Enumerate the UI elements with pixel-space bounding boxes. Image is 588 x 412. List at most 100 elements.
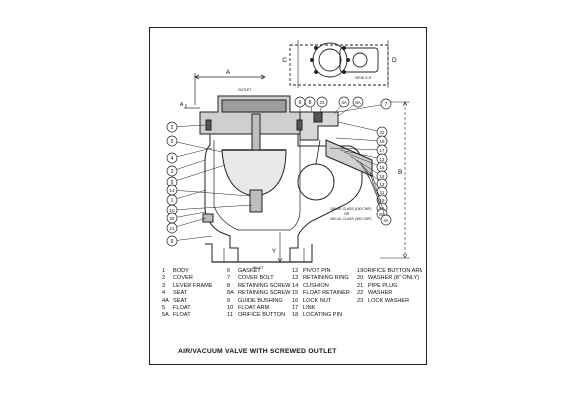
callout-label: 18 <box>380 174 385 179</box>
part-name: RETAINING SCREW <box>238 282 291 289</box>
callout-bubble: 15 <box>335 135 388 147</box>
callout-label: 4 <box>171 156 174 162</box>
section-a-label: A <box>180 102 184 108</box>
part-name: ORIFICE BUTTON ARM <box>363 268 422 274</box>
orifice-button <box>313 111 323 123</box>
part-number: 3 <box>162 282 166 289</box>
part-name <box>368 312 422 319</box>
part-name: LINK <box>303 305 316 312</box>
callout-bubble: 11 <box>359 161 388 198</box>
part-name: ORIFICE BUTTON <box>238 312 286 319</box>
dim-d-label: D <box>392 57 397 64</box>
callout-label: 3 <box>171 169 174 175</box>
float <box>221 149 287 197</box>
part-name: COVER <box>173 275 193 282</box>
part-number: 19 <box>357 268 364 274</box>
part-number: 20 <box>357 275 364 282</box>
part-number <box>357 312 368 319</box>
callout-bubble: 8A <box>369 171 388 220</box>
callout-label: 5 <box>171 180 174 186</box>
part-number: 5 <box>162 305 166 312</box>
drawing-caption: AIR/VACUUM VALVE WITH SCREWED OUTLET <box>178 348 337 355</box>
callout-label: 12 <box>380 182 385 187</box>
callout-label: 5 <box>171 139 174 145</box>
part-number: 16 <box>292 297 299 304</box>
part-number: 8A <box>227 290 234 297</box>
part-name: FLOAT <box>173 312 191 319</box>
section-marker <box>184 104 200 109</box>
part-number: 13 <box>292 275 299 282</box>
part-name: LEVER FRAME <box>173 282 213 289</box>
callout-label: 10 <box>170 208 175 213</box>
callout-bubble: 22 <box>337 121 388 138</box>
pipe-plug <box>202 213 214 223</box>
flange-note-or: OR <box>344 212 350 216</box>
dim-a-label: A <box>226 69 231 76</box>
view-s-s <box>289 40 389 88</box>
dimension-a <box>194 73 266 105</box>
part-name: BODY <box>173 268 189 274</box>
part-number: 15 <box>292 290 299 297</box>
part-entry: 1 BODY <box>162 268 227 275</box>
callout-label: 8A <box>355 100 360 105</box>
part-number: 7 <box>227 275 231 282</box>
part-number: 12 <box>292 268 299 274</box>
part-name: GASKET <box>238 268 261 274</box>
dim-c-label: C <box>282 57 287 64</box>
callout-label: 23 <box>320 100 325 105</box>
part-number: 6 <box>227 268 231 274</box>
part-entry: 16 LOCK NUT <box>292 298 357 305</box>
callout-label: 16 <box>380 165 385 170</box>
screwed-outlet <box>221 99 287 113</box>
valve-body <box>199 95 373 263</box>
inlet-label: INLET <box>253 266 264 270</box>
part-name: WASHER <box>368 290 393 297</box>
part-number: 1 <box>162 268 166 274</box>
part-entry: 3 LEVER FRAME <box>162 283 227 290</box>
part-entry <box>357 312 422 319</box>
callout-bubble: 2 <box>166 121 206 133</box>
part-number: 23 <box>357 297 364 304</box>
view-s-s-bore <box>318 48 342 72</box>
part-number: 4 <box>162 290 166 297</box>
callout-label: 21 <box>170 226 175 231</box>
part-entry: 6 GASKET <box>227 268 292 275</box>
part-name: LOCK NUT <box>303 297 332 304</box>
part-entry <box>357 305 422 312</box>
part-number: 10 <box>227 305 234 312</box>
part-number: 11 <box>227 312 233 319</box>
part-name: SEAT <box>173 297 188 304</box>
callout-label: 22 <box>380 130 385 135</box>
callout-bubble: 6 <box>294 96 306 112</box>
part-name: LOCATING PIN <box>303 312 343 319</box>
callout-label: 14 <box>170 188 175 193</box>
callout-label: 17 <box>380 148 385 153</box>
part-name <box>368 305 422 312</box>
callout-bubble: 3 <box>166 159 206 177</box>
body-right-wall <box>289 133 363 263</box>
dim-b-label: B <box>398 169 402 176</box>
callout-bubble: 5 <box>166 135 223 153</box>
callout-label: 13 <box>380 157 385 162</box>
